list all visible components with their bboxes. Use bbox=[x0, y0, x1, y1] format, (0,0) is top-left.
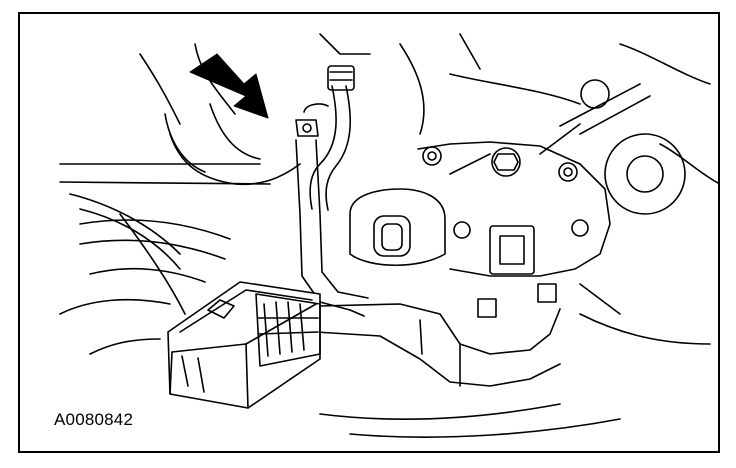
electrical-connector bbox=[167, 281, 321, 409]
central-socket bbox=[349, 188, 446, 266]
figure-id-label: A0080842 bbox=[54, 410, 134, 429]
callout-arrow-icon bbox=[189, 53, 269, 119]
wiring-harness bbox=[69, 103, 301, 315]
range-sensor-body bbox=[417, 79, 686, 277]
illustration-frame: A0080842 bbox=[18, 12, 720, 453]
background-housing-lines bbox=[59, 33, 718, 438]
connector-harness-lower bbox=[315, 283, 621, 387]
vent-tube bbox=[295, 65, 355, 211]
mounting-bracket bbox=[295, 139, 369, 317]
transmission-line-illustration bbox=[59, 33, 718, 438]
